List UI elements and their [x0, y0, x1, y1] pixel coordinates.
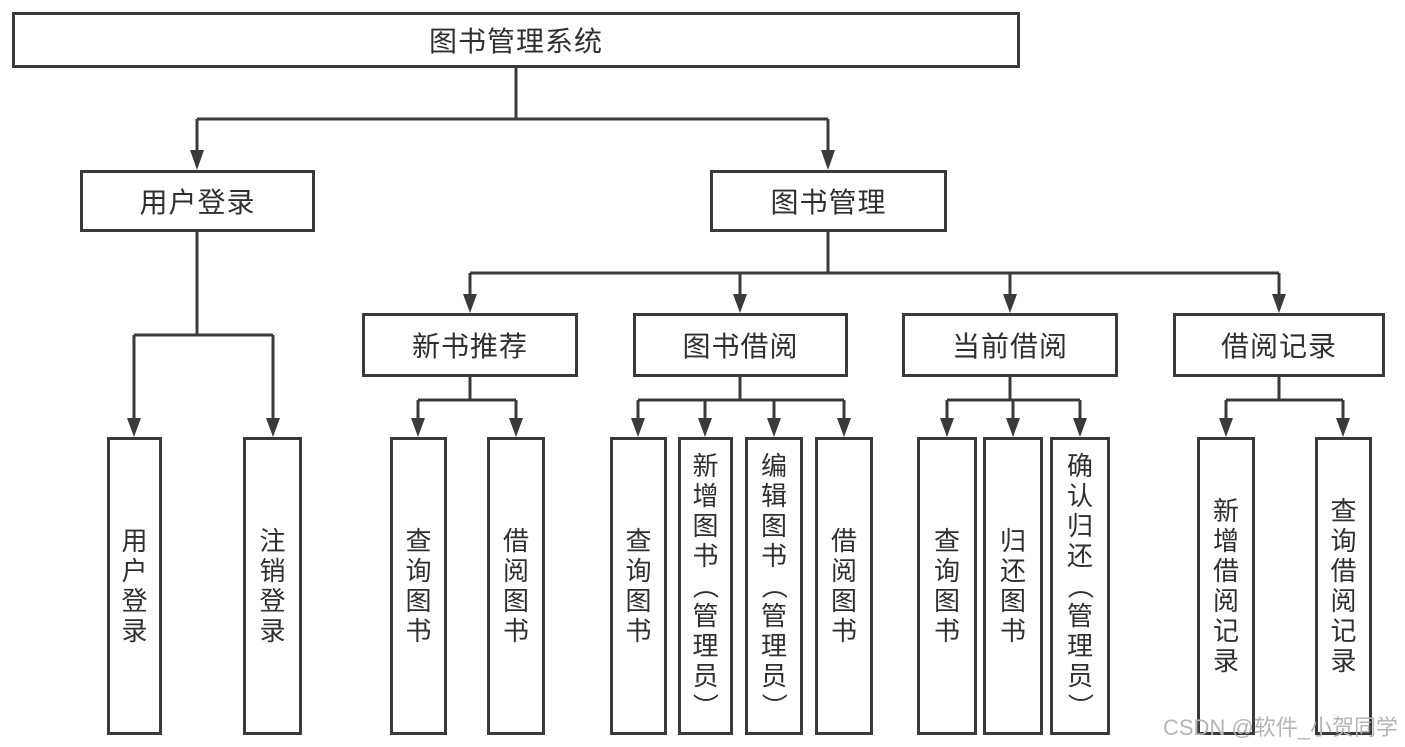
- arrow-down-icon: [1003, 294, 1017, 313]
- leaf-logout: 注销登录: [243, 437, 302, 735]
- edge-records-to-leaves: [1224, 377, 1345, 420]
- leaf-borrow-books: 借阅图书: [815, 437, 873, 735]
- arrow-down-icon: [767, 418, 781, 437]
- leaf-confirm-return-admin: 确认归还（管理员）: [1050, 437, 1110, 735]
- leaf-add-borrow-record: 新增借阅记录: [1197, 437, 1255, 735]
- edge-currentborrow-to-leaves: [945, 377, 1082, 420]
- leaf-user-login: 用户登录: [107, 437, 162, 735]
- node-new-book-recommend: 新书推荐: [362, 313, 578, 377]
- leaf-query-borrow-record: 查询借阅记录: [1315, 437, 1372, 735]
- node-user-login: 用户登录: [80, 170, 315, 232]
- edge-root-to-level2: [195, 68, 830, 153]
- leaf-edit-books-admin: 编辑图书（管理员）: [745, 437, 803, 735]
- arrow-down-icon: [1073, 418, 1087, 437]
- leaf-query-books-borrowing: 查询图书: [610, 437, 667, 735]
- arrow-down-icon: [821, 150, 835, 170]
- leaf-query-books-recommend: 查询图书: [390, 437, 447, 735]
- arrow-down-icon: [1336, 418, 1350, 437]
- arrow-down-icon: [266, 418, 280, 437]
- edge-bookmgmt-to-level3: [468, 232, 1281, 296]
- arrow-down-icon: [1006, 418, 1020, 437]
- node-current-borrowing: 当前借阅: [902, 313, 1118, 377]
- arrow-down-icon: [940, 418, 954, 437]
- arrow-down-icon: [837, 418, 851, 437]
- arrow-down-icon: [411, 418, 425, 437]
- leaf-query-books-current: 查询图书: [917, 437, 977, 735]
- edge-newbook-to-leaves: [416, 377, 518, 420]
- arrow-down-icon: [1219, 418, 1233, 437]
- arrow-down-icon: [509, 418, 523, 437]
- edge-bookborrow-to-leaves: [636, 377, 846, 420]
- arrow-down-icon: [463, 294, 477, 313]
- leaf-add-books-admin: 新增图书（管理员）: [678, 437, 733, 735]
- arrow-down-icon: [127, 418, 141, 437]
- edge-userlogin-to-leaves: [132, 232, 275, 420]
- arrow-down-icon: [190, 150, 204, 170]
- node-book-management: 图书管理: [710, 170, 947, 232]
- node-borrowing-records: 借阅记录: [1173, 313, 1385, 377]
- leaf-borrow-books-recommend: 借阅图书: [487, 437, 545, 735]
- arrow-down-icon: [1272, 294, 1286, 313]
- arrow-down-icon: [631, 418, 645, 437]
- node-book-borrowing: 图书借阅: [633, 313, 848, 377]
- node-root-system: 图书管理系统: [12, 12, 1020, 68]
- csdn-watermark: CSDN @软件_小贺同学: [1163, 715, 1399, 740]
- arrow-down-icon: [698, 418, 712, 437]
- leaf-return-books: 归还图书: [983, 437, 1043, 735]
- arrow-down-icon: [733, 294, 747, 313]
